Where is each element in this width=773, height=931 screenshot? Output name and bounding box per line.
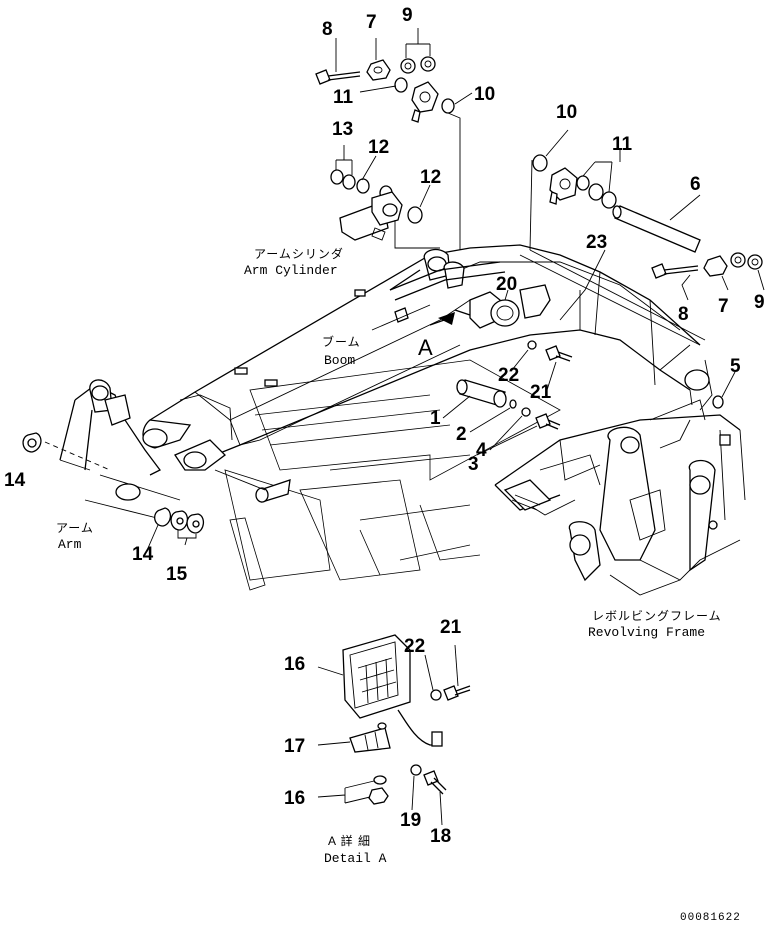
arm-cylinder-en-label: Arm Cylinder [244, 263, 338, 278]
leader-lines [144, 28, 765, 826]
callout-22: 22 [404, 636, 425, 657]
callout-1: 1 [430, 408, 441, 429]
background-arrow [224, 359, 561, 591]
boom-foot-pin-parts [214, 340, 573, 503]
callout-13: 13 [332, 119, 353, 140]
callout-numbers: 8 7 9 11 10 13 12 12 10 11 6 23 20 8 7 9… [4, 5, 765, 847]
frame-pin-parts [529, 154, 763, 279]
callout-10: 10 [474, 84, 495, 105]
callout-9: 9 [754, 292, 765, 313]
callout-23: 23 [586, 232, 607, 253]
revolving-frame [494, 359, 746, 596]
callout-10: 10 [556, 102, 577, 123]
callout-7: 7 [718, 296, 729, 317]
callout-14: 14 [4, 470, 26, 491]
callout-18: 18 [430, 826, 451, 847]
callout-2: 2 [456, 424, 467, 445]
callout-14: 14 [132, 544, 154, 565]
document-number: 00081622 [680, 912, 741, 924]
callout-16: 16 [284, 654, 305, 675]
arm-cylinder-jp-label: アームシリンダ [254, 246, 344, 261]
callout-11: 11 [333, 87, 354, 108]
part-labels: アームシリンダ Arm Cylinder ブーム Boom アーム Arm レボ… [56, 246, 741, 924]
callout-21: 21 [530, 382, 552, 403]
callout-3: 3 [468, 454, 479, 475]
arm-jp-label: アーム [56, 521, 94, 535]
arm-en-label: Arm [58, 537, 82, 552]
callout-8: 8 [322, 19, 333, 40]
callout-12: 12 [368, 137, 389, 158]
callout-11: 11 [612, 134, 633, 155]
callout-17: 17 [284, 736, 305, 757]
callout-8: 8 [678, 304, 689, 325]
callout-6: 6 [690, 174, 701, 195]
revolving-frame-jp-label: レボルビングフレーム [592, 609, 722, 623]
callout-16: 16 [284, 788, 305, 809]
callout-20: 20 [496, 274, 517, 295]
callout-12: 12 [420, 167, 441, 188]
callout-5: 5 [730, 356, 741, 377]
boom-light [429, 284, 551, 329]
callout-22: 22 [498, 365, 519, 386]
callout-19: 19 [400, 810, 421, 831]
arm-cylinder-pin-parts [315, 56, 461, 291]
boom-jp-label: ブーム [322, 334, 361, 349]
detail-a-en-label: Detail A [324, 851, 387, 866]
view-a-marker: A [418, 335, 433, 360]
revolving-frame-en-label: Revolving Frame [588, 625, 705, 640]
detail-a-jp-label: A 詳 細 [328, 833, 371, 848]
callout-15: 15 [166, 564, 188, 585]
callout-21: 21 [440, 617, 462, 638]
arm [22, 379, 205, 534]
callout-9: 9 [402, 5, 413, 26]
boom [142, 244, 706, 471]
boom-en-label: Boom [324, 353, 355, 368]
callout-7: 7 [366, 12, 377, 33]
detail-a-light [342, 634, 471, 805]
callout-4: 4 [476, 440, 487, 461]
